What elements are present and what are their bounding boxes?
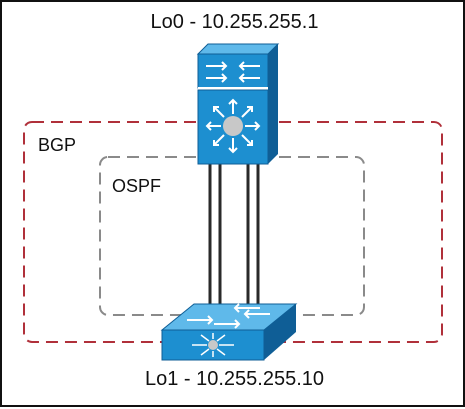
- bottom-switch-icon: [160, 303, 298, 361]
- link-group: [208, 152, 260, 320]
- top-device-label: Lo0 - 10.255.255.1: [150, 11, 319, 33]
- ospf-zone-label: OSPF: [112, 176, 162, 196]
- bgp-zone-label: BGP: [38, 135, 77, 155]
- bottom-device-label: Lo1 - 10.255.255.10: [144, 368, 325, 390]
- top-switch-icon: [196, 43, 280, 165]
